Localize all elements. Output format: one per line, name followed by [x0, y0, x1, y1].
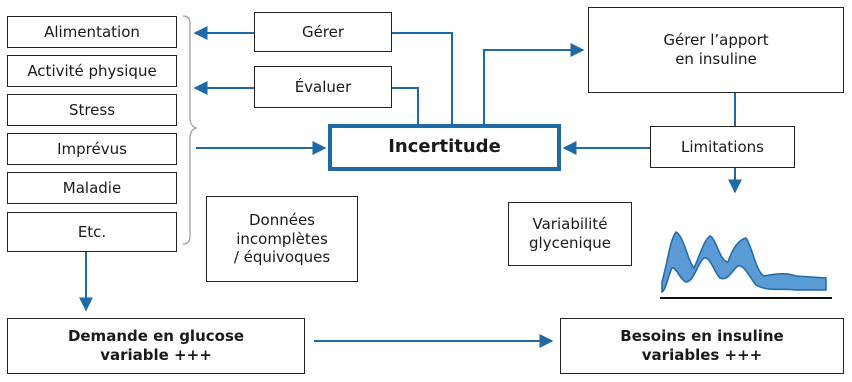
insulin-management-line-1: Gérer l’apport — [663, 31, 769, 50]
insulin-needs-box: Besoins en insuline variables +++ — [560, 318, 844, 374]
incomplete-data-line-3: / équivoques — [233, 248, 331, 267]
arrow-uncertainty-to-insulin — [483, 43, 585, 124]
link-uncertainty-to-manage — [392, 32, 453, 124]
action-manage-box: Gérer — [254, 12, 392, 52]
factor-physical-activity: Activité physique — [7, 55, 177, 87]
insulin-needs-line-2: variables +++ — [641, 346, 763, 364]
factor-illness: Maladie — [7, 172, 177, 204]
glucose-demand-line-1: Demande en glucose — [67, 327, 245, 346]
glucose-demand-line-2: variable +++ — [100, 346, 212, 364]
incomplete-data-box: Données incomplètes / équivoques — [206, 196, 358, 282]
glycemic-variability-line-1: Variabilité — [532, 215, 608, 234]
insulin-needs-line-1: Besoins en insuline — [620, 327, 784, 346]
glucose-demand-box: Demande en glucose variable +++ — [7, 318, 305, 374]
factor-stress: Stress — [7, 94, 177, 126]
glycemic-variability-line-2: glycenique — [529, 234, 611, 252]
action-evaluate-box: Évaluer — [254, 66, 392, 108]
uncertainty-box: Incertitude — [328, 124, 561, 171]
glycemic-variability-box: Variabilité glycenique — [508, 202, 632, 266]
insulin-management-box: Gérer l’apport en insuline — [588, 7, 844, 93]
glycemic-curve — [661, 231, 827, 294]
factor-diet: Alimentation — [7, 16, 177, 48]
incomplete-data-line-2: incomplètes — [236, 229, 328, 248]
factor-brace — [182, 15, 198, 245]
limitations-box: Limitations — [650, 126, 795, 168]
factor-etc: Etc. — [7, 212, 177, 252]
factor-unforeseen: Imprévus — [7, 133, 177, 165]
insulin-management-line-2: en insuline — [675, 50, 757, 68]
incomplete-data-line-1: Données — [248, 210, 315, 229]
link-uncertainty-to-evaluate — [392, 87, 419, 124]
